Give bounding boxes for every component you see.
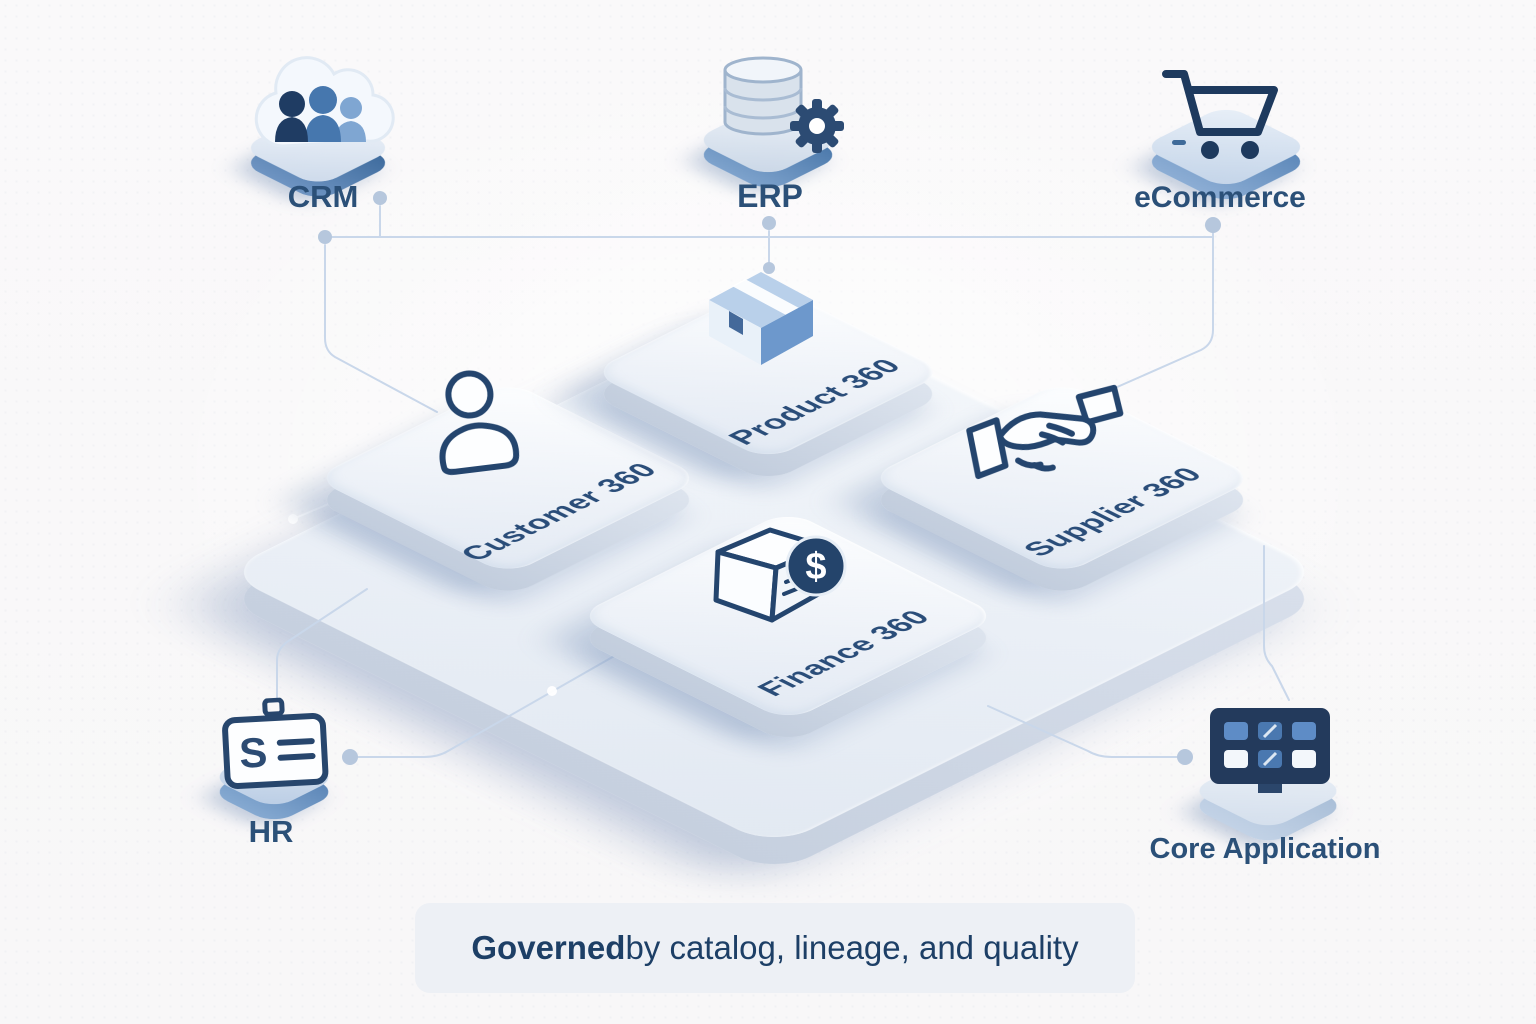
app-monitor-icon — [1208, 706, 1332, 803]
governance-caption: Governed by catalog, lineage, and qualit… — [415, 903, 1135, 993]
core-left-connector — [987, 705, 1178, 758]
id-badge-icon: S — [220, 695, 331, 797]
governance-caption-rest: by catalog, lineage, and quality — [625, 929, 1079, 966]
ecommerce-label: eCommerce — [1134, 181, 1306, 214]
erp-platform-dot — [763, 262, 775, 274]
ecommerce-connector — [1089, 232, 1214, 400]
platform-dot-3 — [547, 686, 557, 696]
person-icon — [419, 362, 532, 484]
handshake-icon — [958, 379, 1134, 492]
package-icon — [705, 270, 817, 375]
erp-node-dot — [762, 216, 776, 230]
hr-node-dot — [342, 749, 358, 765]
svg-text:S: S — [238, 728, 268, 776]
hr-top-connector — [276, 588, 368, 702]
hr-right-connector — [357, 654, 617, 758]
database-gear-icon — [700, 52, 850, 161]
invoice-dollar-icon: $ — [700, 520, 852, 637]
hr-label: HR — [248, 814, 294, 849]
shopping-cart-icon — [1158, 60, 1288, 167]
core-node-dot — [1177, 749, 1193, 765]
crm-label: CRM — [287, 179, 359, 214]
left-drop-connector — [324, 244, 438, 413]
ecommerce-node-dot — [1205, 217, 1221, 233]
bus-left-dot — [318, 230, 332, 244]
platform-dot-1 — [288, 514, 298, 524]
erp-label: ERP — [737, 178, 803, 214]
core-application-label: Core Application — [1149, 833, 1381, 865]
cloud-people-icon — [245, 52, 395, 163]
governance-caption-bold: Governed — [471, 929, 626, 966]
core-top-connector — [1263, 545, 1290, 701]
svg-text:$: $ — [805, 546, 826, 588]
crm-node-dot — [373, 191, 387, 205]
